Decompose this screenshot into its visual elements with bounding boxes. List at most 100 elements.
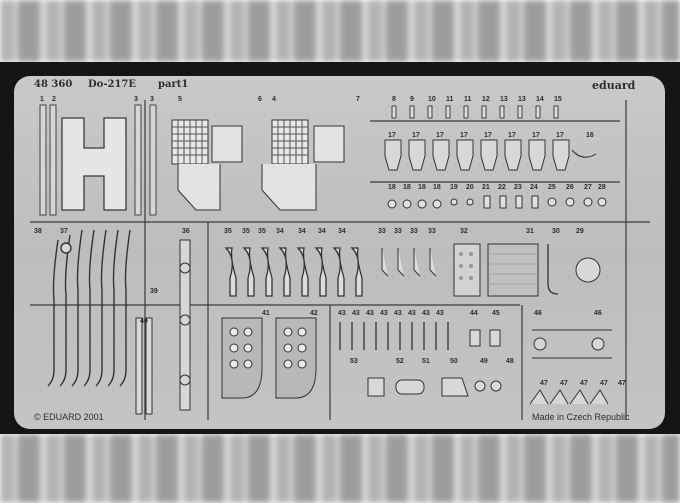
- part-number-label: 21: [482, 184, 490, 191]
- part-number-label: 1: [40, 96, 44, 103]
- lower-right-parts: [529, 329, 612, 405]
- part-number-label: 43: [436, 310, 444, 317]
- part-number-label: 20: [466, 184, 474, 191]
- strip-part-40: [135, 317, 153, 415]
- part-number-label: 11: [446, 96, 454, 103]
- part-number-label: 48: [506, 358, 514, 365]
- part-number-label: 43: [408, 310, 416, 317]
- part-number-label: 16: [586, 132, 594, 139]
- part-number-label: 34: [338, 228, 346, 235]
- parts-row-17: [384, 139, 597, 171]
- part-number-label: 43: [338, 310, 346, 317]
- part-number-label: 41: [262, 310, 270, 317]
- part-number-label: 12: [482, 96, 490, 103]
- belt-parts-35-34: [224, 247, 363, 297]
- model-label: Do-217E: [88, 79, 136, 90]
- part-number-label: 17: [388, 132, 396, 139]
- copyright-text: © EDUARD 2001: [34, 412, 104, 422]
- part-number-label: 32: [460, 228, 468, 235]
- part-number-label: 47: [580, 380, 588, 387]
- part-number-label: 35: [224, 228, 232, 235]
- part-number-label: 35: [258, 228, 266, 235]
- part-number-label: 18: [388, 184, 396, 191]
- part-number-label: 17: [412, 132, 420, 139]
- part-number-label: 17: [436, 132, 444, 139]
- panel-part-32: [453, 243, 481, 297]
- part-number-label: 33: [410, 228, 418, 235]
- part-number-label: 51: [422, 358, 430, 365]
- part-number-label: 40: [140, 318, 148, 325]
- part-number-label: 34: [276, 228, 284, 235]
- part-number-label: 18: [403, 184, 411, 191]
- chain-part-36: [179, 239, 191, 411]
- strip-part-3b: [149, 104, 157, 216]
- lower-small-parts: [367, 329, 502, 397]
- part-number-label: 22: [498, 184, 506, 191]
- small-parts-33: [381, 248, 437, 277]
- brand-label: eduard: [592, 79, 636, 92]
- mesh-panel-left: [171, 119, 243, 211]
- instrument-panel-41: [221, 317, 263, 399]
- strip-part-3a: [134, 104, 142, 216]
- part-number-label: 3: [150, 96, 154, 103]
- part-number-label: 27: [584, 184, 592, 191]
- h-shaped-panel: [61, 117, 127, 211]
- part-number-label: 17: [556, 132, 564, 139]
- part-number-label: 42: [310, 310, 318, 317]
- part-number-label: 11: [464, 96, 472, 103]
- part-number-label: 43: [422, 310, 430, 317]
- part-number-label: 30: [552, 228, 560, 235]
- part-number-label: 34: [318, 228, 326, 235]
- part-number-label: 17: [532, 132, 540, 139]
- part-number-label: 31: [526, 228, 534, 235]
- part-number-label: 7: [356, 96, 360, 103]
- part-number-label: 15: [554, 96, 562, 103]
- panel-part-32-holes: [459, 252, 473, 280]
- part-number-label: 5: [178, 96, 182, 103]
- part-number-label: 50: [450, 358, 458, 365]
- part-number-label: 17: [460, 132, 468, 139]
- part-number-label: 52: [396, 358, 404, 365]
- part-number-label: 47: [560, 380, 568, 387]
- part-number-label: 25: [548, 184, 556, 191]
- part-number-label: 53: [350, 358, 358, 365]
- part-number-label: 2: [52, 96, 56, 103]
- part-number-label: 49: [480, 358, 488, 365]
- part-number-label: 8: [392, 96, 396, 103]
- part-number-label: 10: [428, 96, 436, 103]
- part-number-label: 13: [500, 96, 508, 103]
- part-number-label: 43: [380, 310, 388, 317]
- part-number-label: 6: [258, 96, 262, 103]
- mesh-panel-right: [261, 119, 345, 211]
- part-number-label: 36: [182, 228, 190, 235]
- part-number-label: 38: [34, 228, 42, 235]
- part-number-label: 29: [576, 228, 584, 235]
- part-number-label: 37: [60, 228, 68, 235]
- part-number-label: 45: [492, 310, 500, 317]
- part-number-label: 43: [394, 310, 402, 317]
- small-parts-row-top: [391, 105, 559, 119]
- part-number-label: 47: [600, 380, 608, 387]
- strip-part-2: [49, 104, 57, 216]
- part-number-label: 34: [298, 228, 306, 235]
- blurred-bottom-strip: [0, 434, 680, 503]
- part-number-label: 33: [428, 228, 436, 235]
- part-number-label: 33: [394, 228, 402, 235]
- part-29: [575, 257, 601, 283]
- part-number-label: 46: [594, 310, 602, 317]
- part-number-label: 43: [366, 310, 374, 317]
- part-number-label: 18: [418, 184, 426, 191]
- round-parts-row: [387, 195, 607, 209]
- part-number-label: 17: [484, 132, 492, 139]
- strip-part-1: [39, 104, 47, 216]
- set-number-label: 48 360: [34, 79, 73, 90]
- part-number-label: 46: [534, 310, 542, 317]
- part-number-label: 44: [470, 310, 478, 317]
- instrument-panel-42: [275, 317, 317, 399]
- harness-straps: [47, 229, 131, 387]
- part-number-label: 47: [540, 380, 548, 387]
- part-number-label: 33: [378, 228, 386, 235]
- part-number-label: 3: [134, 96, 138, 103]
- part-label: part1: [158, 79, 189, 90]
